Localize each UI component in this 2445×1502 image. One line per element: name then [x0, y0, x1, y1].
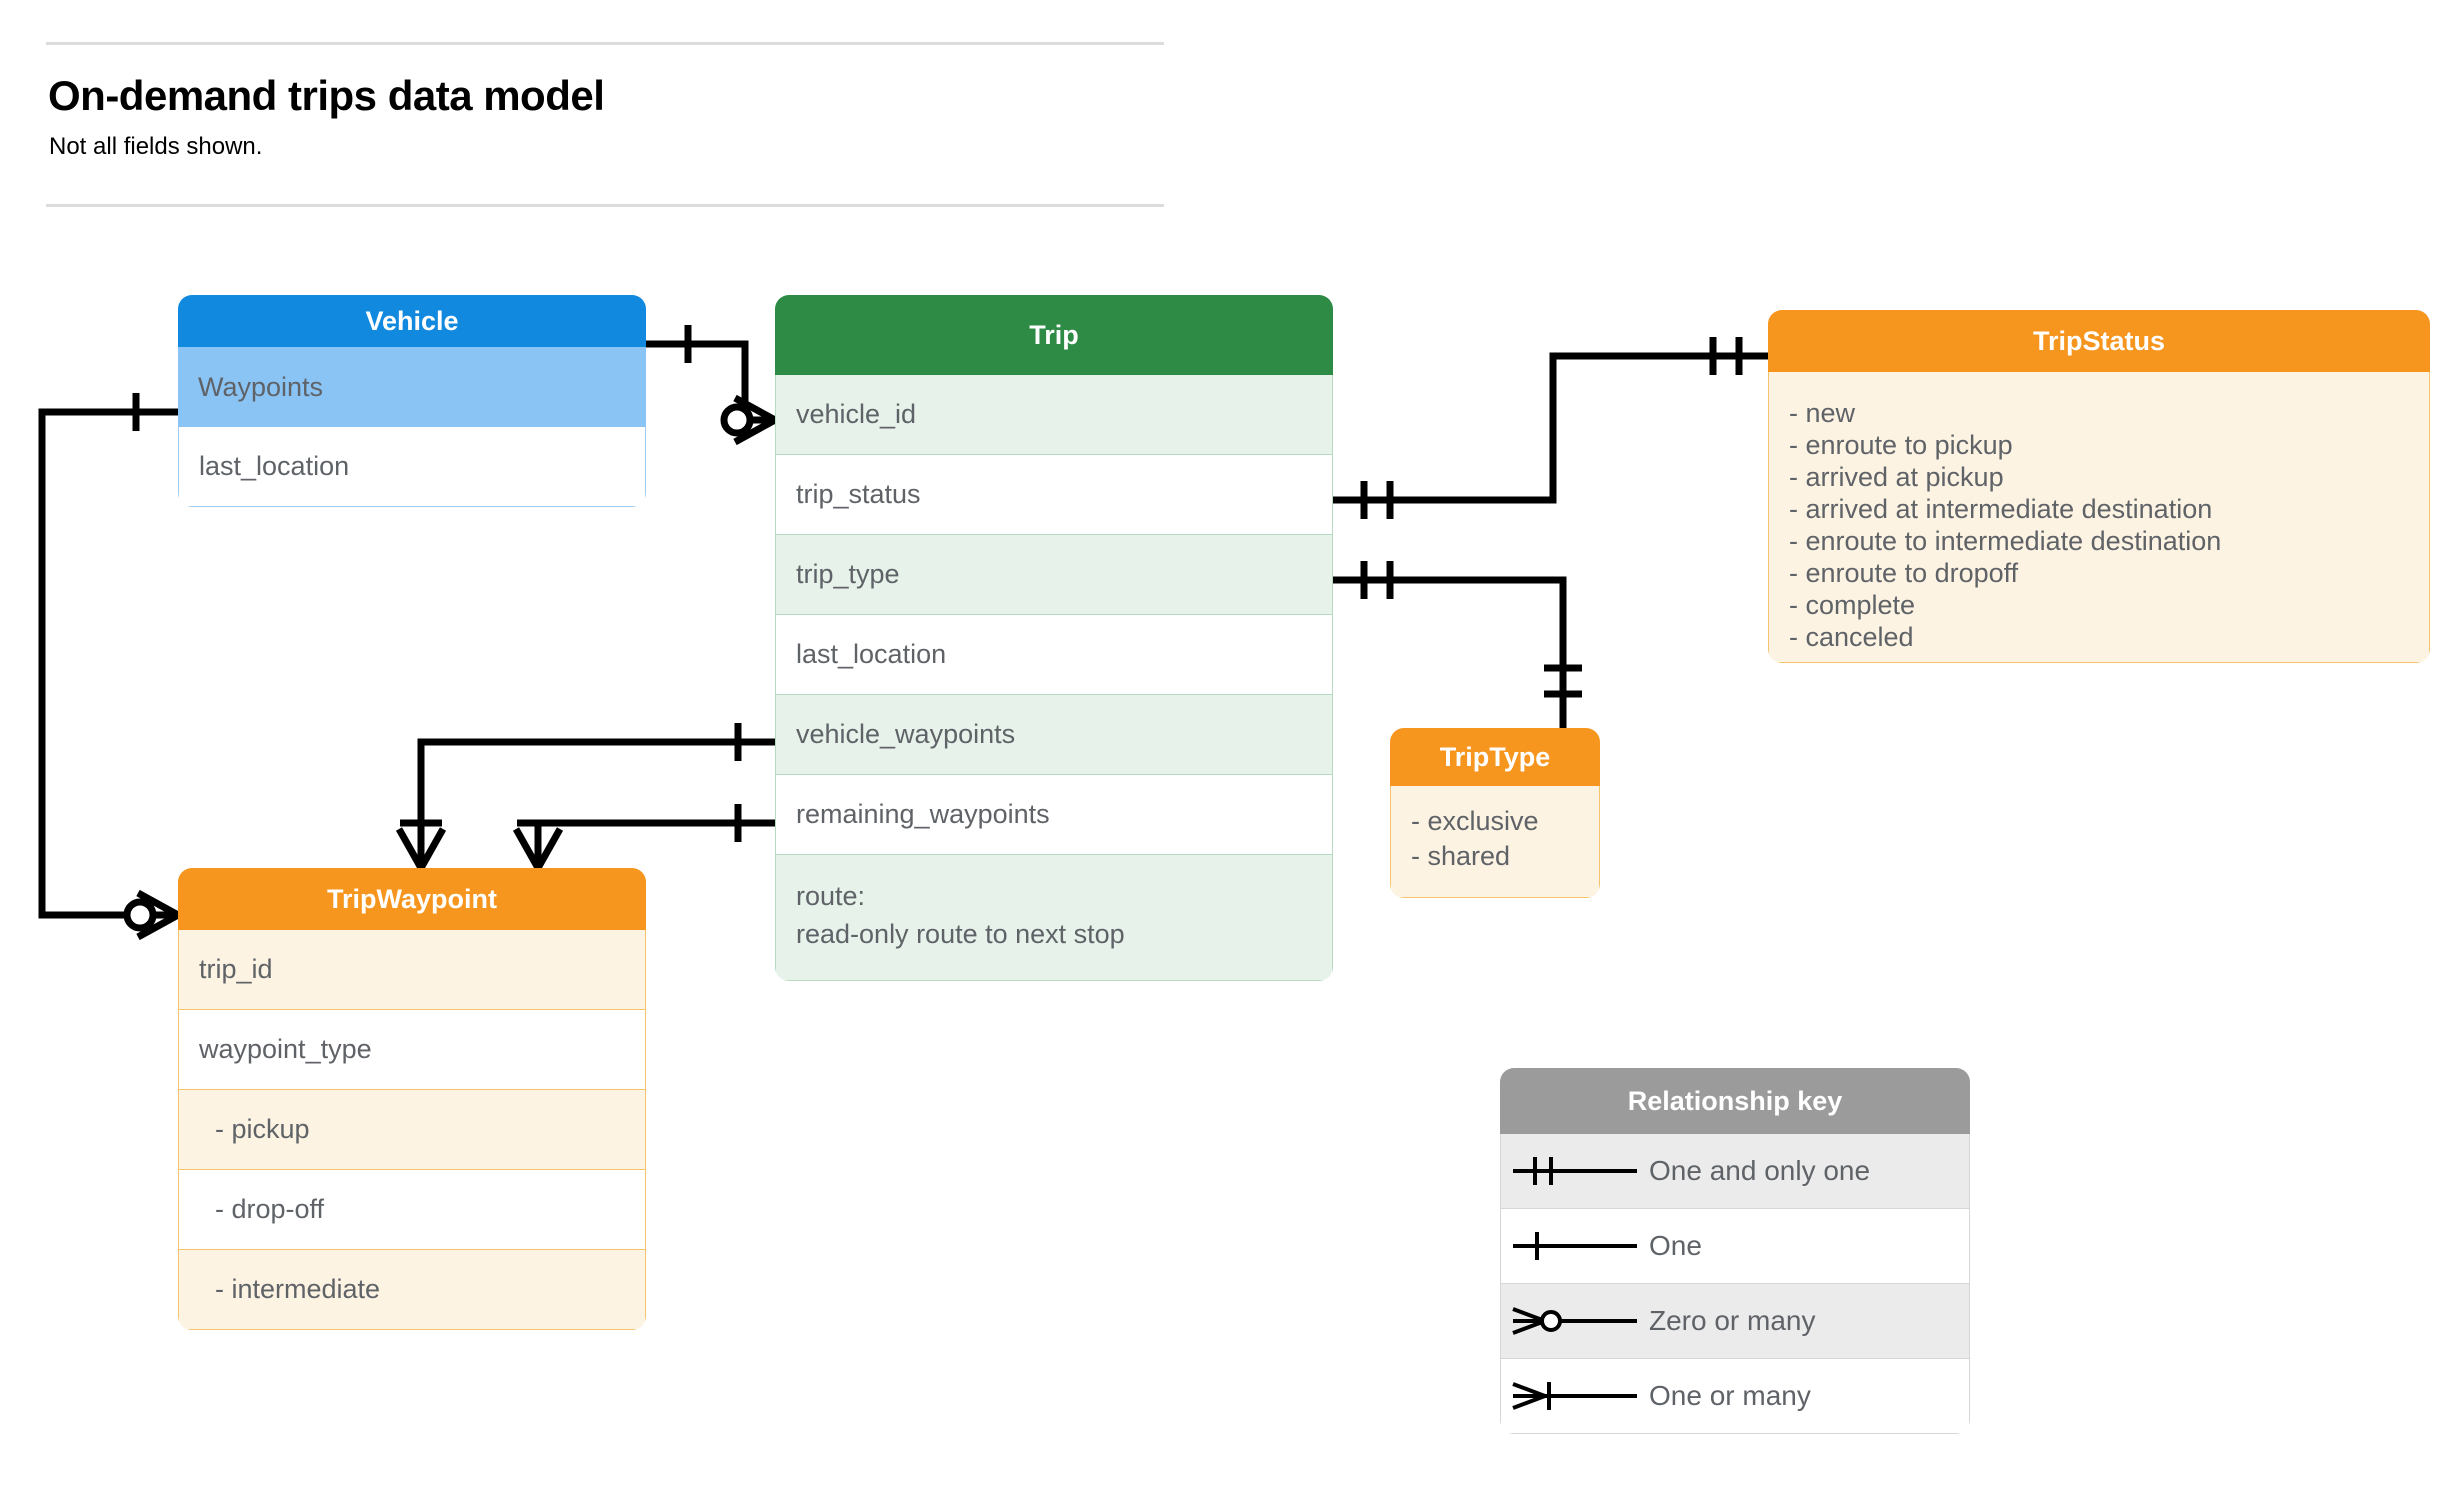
wire-vehicle-waypoints-tripwaypoint [38, 408, 178, 919]
entity-trip-field-trip-status[interactable]: trip_status [775, 455, 1333, 535]
one-and-only-one-icon [1501, 1151, 1649, 1191]
wire-vehicle-trip [646, 340, 775, 424]
tripstatus-value: - enroute to intermediate destination [1789, 525, 2222, 556]
page-subtitle: Not all fields shown. [49, 133, 263, 160]
legend-label: Zero or many [1649, 1305, 1816, 1336]
tripstatus-value: - arrived at pickup [1789, 461, 2004, 492]
entity-tripwaypoint-value-drop-off[interactable]: - drop-off [178, 1170, 646, 1250]
entity-trip-note: route: read-only route to next stop [775, 855, 1333, 981]
entity-triptype-values: - exclusive - shared [1390, 786, 1600, 898]
header-rule-top [46, 42, 1164, 45]
entity-vehicle[interactable]: Vehicle Waypoints last_location [178, 295, 646, 507]
entity-tripwaypoint-value-pickup[interactable]: - pickup [178, 1090, 646, 1170]
legend-label: One [1649, 1230, 1702, 1261]
entity-tripstatus-values: - new - enroute to pickup - arrived at p… [1768, 372, 2430, 663]
entity-trip[interactable]: Trip vehicle_id trip_status trip_type la… [775, 295, 1333, 981]
wire-trip-vehicle-waypoints [417, 738, 775, 855]
entity-trip-field-trip-type[interactable]: trip_type [775, 535, 1333, 615]
legend-row-one: One [1500, 1209, 1970, 1284]
entity-tripwaypoint[interactable]: TripWaypoint trip_id waypoint_type - pic… [178, 868, 646, 1330]
triptype-value: - exclusive [1411, 806, 1539, 836]
entity-trip-note-line2: read-only route to next stop [796, 919, 1125, 950]
entity-tripwaypoint-field-trip-id[interactable]: trip_id [178, 930, 646, 1010]
legend-row-one-and-only-one: One and only one [1500, 1134, 1970, 1209]
page-title: On-demand trips data model [48, 72, 605, 119]
one-or-many-icon [1501, 1376, 1649, 1416]
entity-vehicle-field-last-location[interactable]: last_location [178, 427, 646, 507]
tripstatus-value: - canceled [1789, 621, 1914, 652]
entity-trip-field-last-location[interactable]: last_location [775, 615, 1333, 695]
zero-or-many-icon [1501, 1301, 1649, 1341]
entity-tripwaypoint-title: TripWaypoint [178, 868, 646, 930]
entity-trip-field-vehicle-id[interactable]: vehicle_id [775, 375, 1333, 455]
entity-triptype-title: TripType [1390, 728, 1600, 786]
tripstatus-value: - new [1789, 398, 1856, 428]
triptype-value: - shared [1411, 841, 1511, 872]
entity-tripwaypoint-value-intermediate[interactable]: - intermediate [178, 1250, 646, 1330]
wire-trip-tripstatus [1333, 352, 1768, 504]
legend-label: One or many [1649, 1380, 1811, 1411]
legend-row-zero-or-many: Zero or many [1500, 1284, 1970, 1359]
header-rule-bottom [46, 204, 1164, 207]
entity-triptype[interactable]: TripType - exclusive - shared [1390, 728, 1600, 898]
tripstatus-value: - complete [1789, 589, 1916, 620]
legend-row-one-or-many: One or many [1500, 1359, 1970, 1434]
legend-label: One and only one [1649, 1155, 1871, 1186]
wire-trip-remaining-waypoints [534, 819, 775, 855]
one-icon [1501, 1226, 1649, 1266]
relationship-key: Relationship key One and only one [1500, 1068, 1970, 1434]
entity-tripstatus[interactable]: TripStatus - new - enroute to pickup - a… [1768, 310, 2430, 663]
entity-tripwaypoint-field-waypoint-type[interactable]: waypoint_type [178, 1010, 646, 1090]
entity-trip-field-vehicle-waypoints[interactable]: vehicle_waypoints [775, 695, 1333, 775]
tripstatus-value: - enroute to dropoff [1789, 557, 2019, 588]
tripstatus-value: - arrived at intermediate destination [1789, 493, 2213, 524]
tripstatus-value: - enroute to pickup [1789, 429, 2013, 460]
entity-vehicle-title: Vehicle [178, 295, 646, 347]
entity-trip-title: Trip [775, 295, 1333, 375]
entity-trip-note-line1: route: [796, 881, 866, 911]
entity-vehicle-field-waypoints[interactable]: Waypoints [178, 347, 646, 427]
relationship-key-title: Relationship key [1500, 1068, 1970, 1134]
entity-trip-field-remaining-waypoints[interactable]: remaining_waypoints [775, 775, 1333, 855]
wire-trip-triptype [1333, 576, 1567, 728]
entity-tripstatus-title: TripStatus [1768, 310, 2430, 372]
